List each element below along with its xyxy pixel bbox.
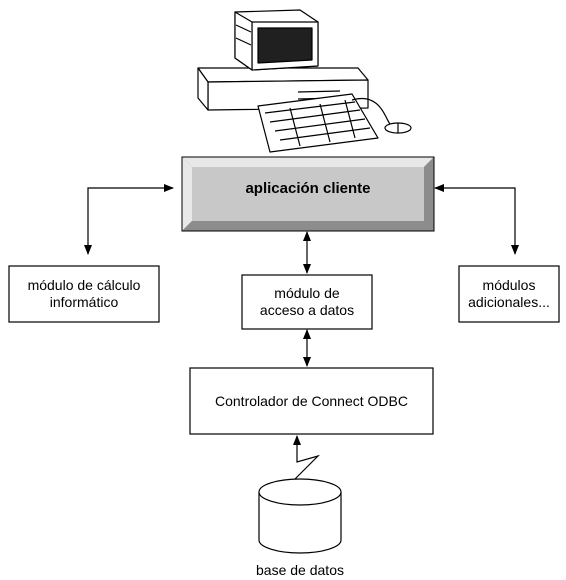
calc-module-label-line2: informático (49, 294, 119, 310)
desktop-computer-icon (197, 9, 412, 153)
data-access-module-label: módulo de acceso a datos (242, 285, 372, 319)
calc-module-box (8, 265, 160, 323)
calc-module-label: módulo de cálculo informático (9, 277, 159, 311)
data-access-module-label-line1: módulo de (274, 285, 340, 301)
data-access-module-label-line2: acceso a datos (259, 302, 355, 318)
database-label: base de datos (256, 562, 344, 578)
client-app-box (181, 156, 435, 232)
data-access-module-box (241, 274, 373, 330)
additional-modules-label-line2: adicionales... (468, 294, 550, 310)
connector-client-to-calc (84, 184, 174, 255)
lightning-connection-icon (289, 435, 321, 485)
additional-modules-label: módulos adicionales... (459, 277, 559, 311)
additional-modules-label-line1: módulos (482, 277, 536, 293)
client-app-label: aplicación cliente (245, 180, 371, 197)
database-cylinder-icon (258, 478, 342, 554)
odbc-driver-label: Controlador de Connect ODBC (215, 393, 408, 409)
additional-modules-box (458, 265, 560, 323)
connector-client-to-additional (434, 184, 519, 255)
calc-module-label-line1: módulo de cálculo (27, 277, 141, 293)
odbc-driver-box (189, 367, 434, 435)
